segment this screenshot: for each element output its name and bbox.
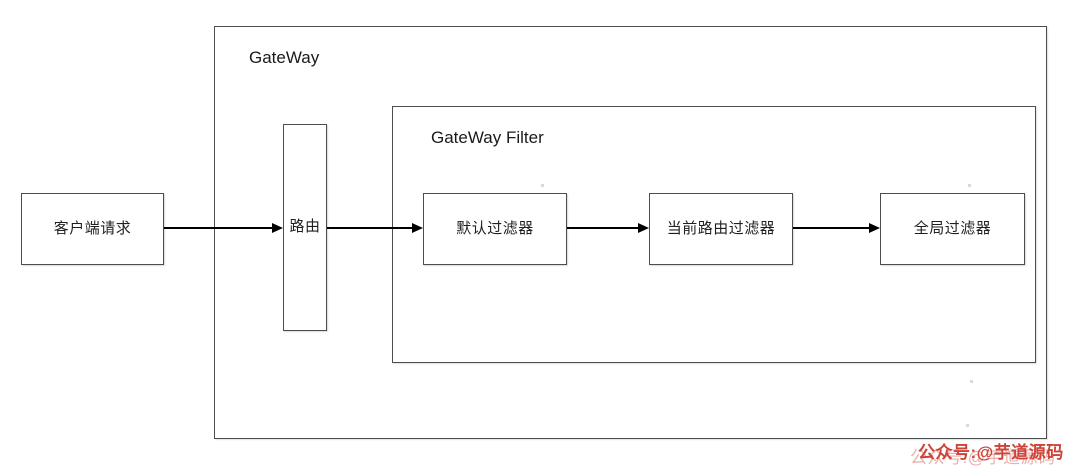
arrow-current-to-global-filter-head-icon bbox=[869, 223, 880, 233]
arrow-default-to-current-filter-line bbox=[567, 227, 640, 229]
gateway-filter-container-label: GateWay Filter bbox=[431, 128, 544, 147]
node-default-filter: 默认过滤器 bbox=[423, 193, 567, 265]
arrow-route-to-default-filter-head-icon bbox=[412, 223, 423, 233]
node-route: 路由 bbox=[283, 124, 327, 331]
artifact-speck bbox=[968, 184, 971, 187]
gateway-container-label: GateWay bbox=[249, 48, 320, 67]
node-current-route-filter-label: 当前路由过滤器 bbox=[666, 219, 776, 237]
gateway-filter-container-box: GateWay Filter bbox=[392, 106, 1036, 363]
node-current-route-filter: 当前路由过滤器 bbox=[649, 193, 793, 265]
node-client-request: 客户端请求 bbox=[21, 193, 164, 265]
node-global-filter-label: 全局过滤器 bbox=[913, 219, 992, 237]
gateway-container-box: GateWay bbox=[214, 26, 1047, 439]
artifact-speck bbox=[541, 184, 544, 187]
arrow-current-to-global-filter-line bbox=[793, 227, 871, 229]
artifact-speck bbox=[966, 424, 969, 427]
arrow-default-to-current-filter-head-icon bbox=[638, 223, 649, 233]
arrow-client-to-route-line bbox=[164, 227, 274, 229]
watermark-text: 公众号:@芋道源码 bbox=[918, 443, 1064, 462]
node-route-label: 路由 bbox=[289, 218, 321, 236]
arrow-client-to-route-head-icon bbox=[272, 223, 283, 233]
node-global-filter: 全局过滤器 bbox=[880, 193, 1025, 265]
node-client-request-label: 客户端请求 bbox=[53, 219, 132, 237]
node-default-filter-label: 默认过滤器 bbox=[456, 219, 534, 237]
watermark-text-ghost: 公众号:@芋道源码 bbox=[910, 448, 1056, 467]
artifact-speck bbox=[970, 380, 973, 383]
arrow-route-to-default-filter-line bbox=[327, 227, 414, 229]
